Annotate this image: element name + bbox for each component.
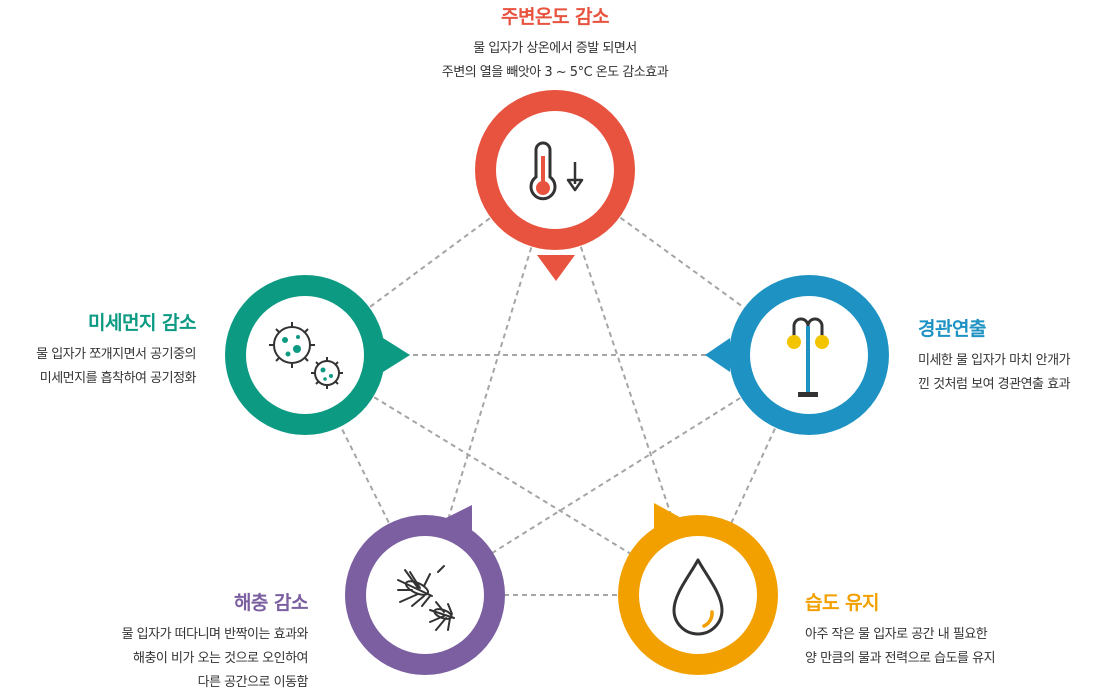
pointer-tail	[383, 338, 410, 372]
thermometer-down-icon	[529, 141, 584, 201]
description-line: 주변의 열을 빼앗아 3 ~ 5°C 온도 감소효과	[441, 65, 669, 80]
description-line: 물 입자가 떠다니며 반짝이는 효과와	[121, 627, 309, 642]
street-lamp-icon	[787, 317, 829, 397]
description-line: 해충이 비가 오는 것으로 오인하여	[133, 651, 308, 666]
feature-title: 경관연출	[918, 318, 986, 340]
feature-title: 해충 감소	[233, 592, 309, 614]
node-insect	[345, 505, 505, 675]
feature-humidity: 습도 유지 아주 작은 물 입자로 공간 내 필요한 양 만큼의 물과 전력으로…	[805, 588, 1105, 671]
feature-temperature: 주변온도 감소 물 입자가 상온에서 증발 되면서 주변의 열을 빼앗아 3 ~…	[355, 2, 755, 85]
feature-description: 아주 작은 물 입자로 공간 내 필요한 양 만큼의 물과 전력으로 습도를 유…	[805, 623, 1105, 671]
node-dust	[225, 275, 410, 435]
node-humidity	[618, 503, 778, 675]
node-center	[639, 536, 757, 654]
description-line: 다른 공간으로 이동함	[197, 675, 309, 690]
feature-title: 주변온도 감소	[501, 6, 610, 28]
water-drop-icon	[672, 558, 724, 636]
feature-description: 물 입자가 떠다니며 반짝이는 효과와 해충이 비가 오는 것으로 오인하여 다…	[40, 623, 309, 695]
connector-line	[304, 169, 556, 356]
node-temperature	[475, 90, 635, 281]
feature-description: 물 입자가 쪼개지면서 공기중의 미세먼지를 흡착하여 공기정화	[0, 343, 196, 391]
description-line: 양 만큼의 물과 전력으로 습도를 유지	[805, 651, 996, 666]
feature-landscape: 경관연출 미세한 물 입자가 마치 안개가 낀 것처럼 보여 경관연출 효과	[918, 314, 1106, 397]
description-line: 미세먼지를 흡착하여 공기정화	[39, 371, 197, 386]
node-center	[246, 296, 364, 414]
feature-description: 미세한 물 입자가 마치 안개가 낀 것처럼 보여 경관연출 효과	[918, 349, 1106, 397]
virus-dust-icon	[269, 322, 343, 389]
pointer-tail	[705, 338, 730, 372]
feature-dust: 미세먼지 감소 물 입자가 쪼개지면서 공기중의 미세먼지를 흡착하여 공기정화	[0, 308, 196, 391]
pointer-tail	[537, 255, 575, 281]
description-line: 미세한 물 입자가 마치 안개가	[918, 353, 1071, 368]
feature-insect: 해충 감소 물 입자가 떠다니며 반짝이는 효과와 해충이 비가 오는 것으로 …	[40, 588, 309, 695]
description-line: 물 입자가 상온에서 증발 되면서	[473, 41, 637, 56]
node-center	[496, 111, 614, 229]
description-line: 아주 작은 물 입자로 공간 내 필요한	[805, 627, 988, 642]
description-line: 물 입자가 쪼개지면서 공기중의	[36, 347, 196, 362]
mosquito-icon	[397, 565, 455, 631]
node-landscape	[705, 275, 889, 435]
feature-title: 미세먼지 감소	[88, 312, 197, 334]
feature-title: 습도 유지	[805, 592, 880, 614]
feature-description: 물 입자가 상온에서 증발 되면서 주변의 열을 빼앗아 3 ~ 5°C 온도 …	[355, 37, 755, 85]
description-line: 낀 것처럼 보여 경관연출 효과	[918, 377, 1071, 392]
